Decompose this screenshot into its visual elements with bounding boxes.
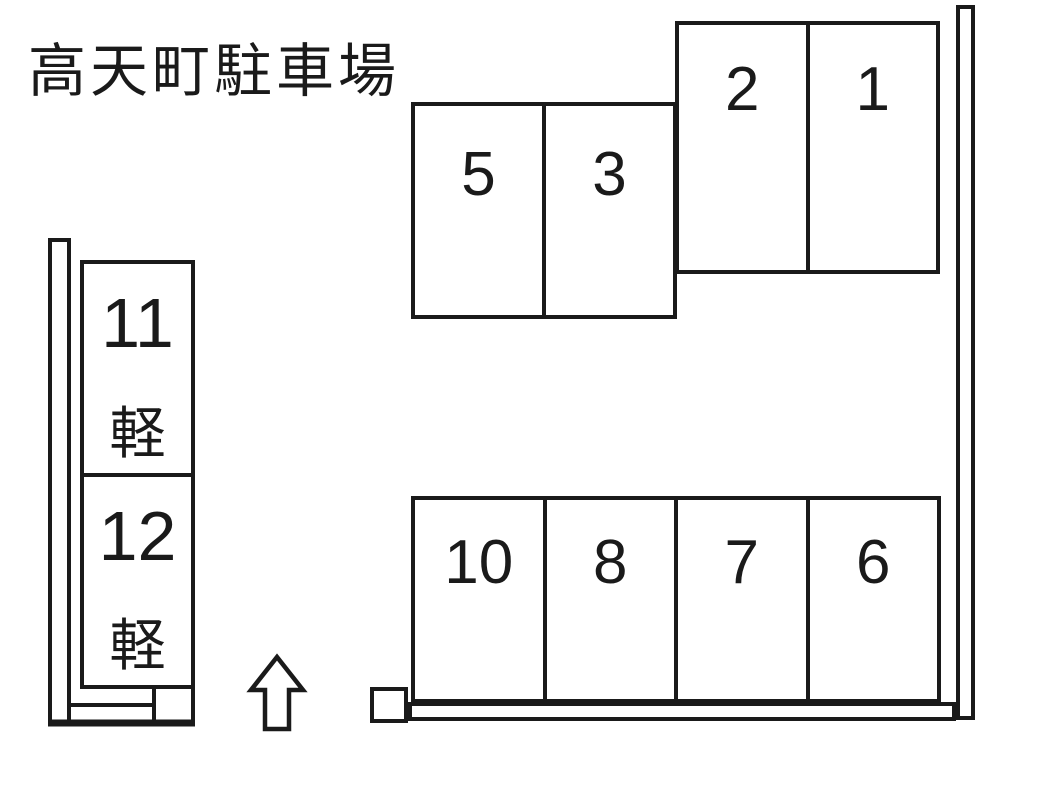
parking-group-top-right: 2 1 bbox=[675, 21, 940, 274]
parking-space-3: 3 bbox=[546, 106, 673, 315]
parking-space-10: 10 bbox=[415, 500, 547, 699]
parking-space-1: 1 bbox=[810, 25, 937, 270]
parking-space-2: 2 bbox=[679, 25, 810, 270]
kei-car-label: 軽 bbox=[109, 402, 166, 465]
space-number: 1 bbox=[855, 55, 890, 124]
space-number: 8 bbox=[593, 528, 628, 597]
space-number: 12 bbox=[98, 496, 177, 575]
entrance-arrow-icon bbox=[246, 653, 308, 732]
pillar-block bbox=[370, 687, 408, 723]
parking-space-11: 11 軽 bbox=[84, 264, 191, 477]
bottom-wall bbox=[408, 702, 956, 721]
parking-group-left-column: 11 軽 12 軽 bbox=[80, 260, 195, 689]
space-number: 3 bbox=[592, 140, 627, 209]
right-wall bbox=[956, 5, 975, 720]
space-number: 6 bbox=[856, 528, 891, 597]
space-number: 5 bbox=[461, 140, 496, 209]
parking-space-5: 5 bbox=[415, 106, 546, 315]
space-number: 2 bbox=[725, 55, 760, 124]
parking-space-6: 6 bbox=[810, 500, 938, 699]
space-number: 11 bbox=[101, 284, 174, 362]
left-wall bbox=[48, 238, 71, 724]
parking-space-7: 7 bbox=[678, 500, 810, 699]
space-number: 7 bbox=[724, 528, 759, 597]
parking-space-12: 12 軽 bbox=[84, 477, 191, 686]
parking-group-bottom: 10 8 7 6 bbox=[411, 496, 941, 703]
parking-group-middle: 5 3 bbox=[411, 102, 677, 319]
lot-title: 高天町駐車場 bbox=[28, 39, 401, 104]
space-number: 10 bbox=[444, 528, 514, 597]
parking-space-8: 8 bbox=[547, 500, 678, 699]
kei-car-label: 軽 bbox=[109, 613, 166, 677]
